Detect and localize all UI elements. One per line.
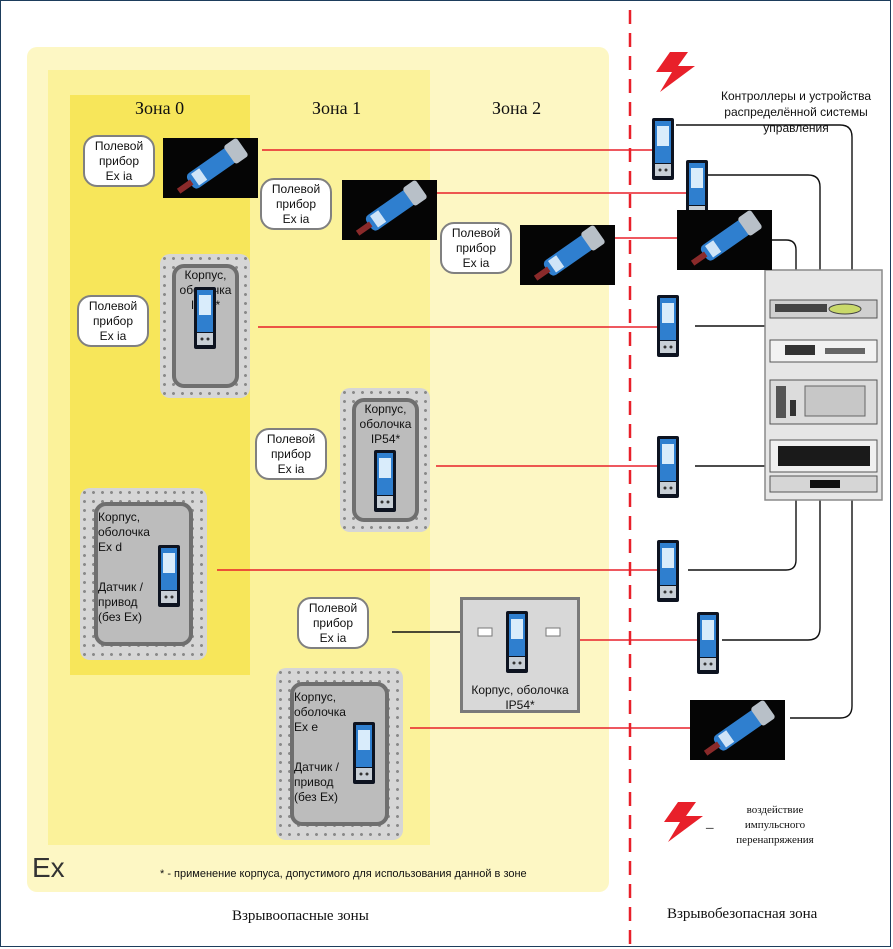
enclosure-exe-inner bbox=[290, 682, 389, 826]
zone-2-title: Зона 2 bbox=[492, 98, 542, 118]
surge-protector-icon bbox=[697, 612, 719, 674]
sensor-device-icon bbox=[163, 137, 258, 201]
zone-1-title: Зона 1 bbox=[312, 98, 362, 118]
signal-lines bbox=[217, 149, 697, 729]
surge-protector-icon bbox=[374, 450, 396, 512]
surge-protector-icon bbox=[353, 722, 375, 784]
sensor-actuator-label: Датчик /привод(без Ex) bbox=[98, 580, 143, 624]
legend-dash: – bbox=[706, 820, 714, 836]
surge-protector-icon bbox=[657, 295, 679, 357]
surge-protector-icon bbox=[652, 118, 674, 180]
zone-0-title: Зона 0 bbox=[135, 98, 185, 118]
hazardous-zones-caption: Взрывоопасные зоны bbox=[232, 908, 369, 924]
footnote: * - применение корпуса, допустимого для … bbox=[160, 868, 527, 880]
surge-protector-icon bbox=[657, 540, 679, 602]
sensor-device-icon bbox=[342, 179, 437, 243]
lightning-bolt-icon bbox=[656, 52, 703, 842]
surge-protector-icon bbox=[158, 545, 180, 607]
controllers-label: Контроллеры и устройства распределённой … bbox=[720, 89, 872, 135]
din-rail bbox=[477, 627, 561, 637]
surge-protector-icon bbox=[657, 436, 679, 498]
sensor-device-icon bbox=[677, 209, 772, 273]
sensor-device-icon bbox=[690, 699, 785, 763]
surge-protector-icon bbox=[506, 611, 528, 673]
sensor-actuator-label: Датчик /привод(без Ex) bbox=[294, 760, 339, 804]
sensor-device-icon bbox=[520, 224, 615, 288]
surge-protector-icon bbox=[194, 287, 216, 349]
enclosure-exd-inner bbox=[94, 502, 193, 646]
safe-zone-caption: Взрывобезопасная зона bbox=[667, 906, 818, 922]
controller-wiring bbox=[676, 124, 853, 719]
control-cabinet-icon bbox=[764, 269, 883, 501]
ex-mark: Ex bbox=[32, 852, 65, 883]
